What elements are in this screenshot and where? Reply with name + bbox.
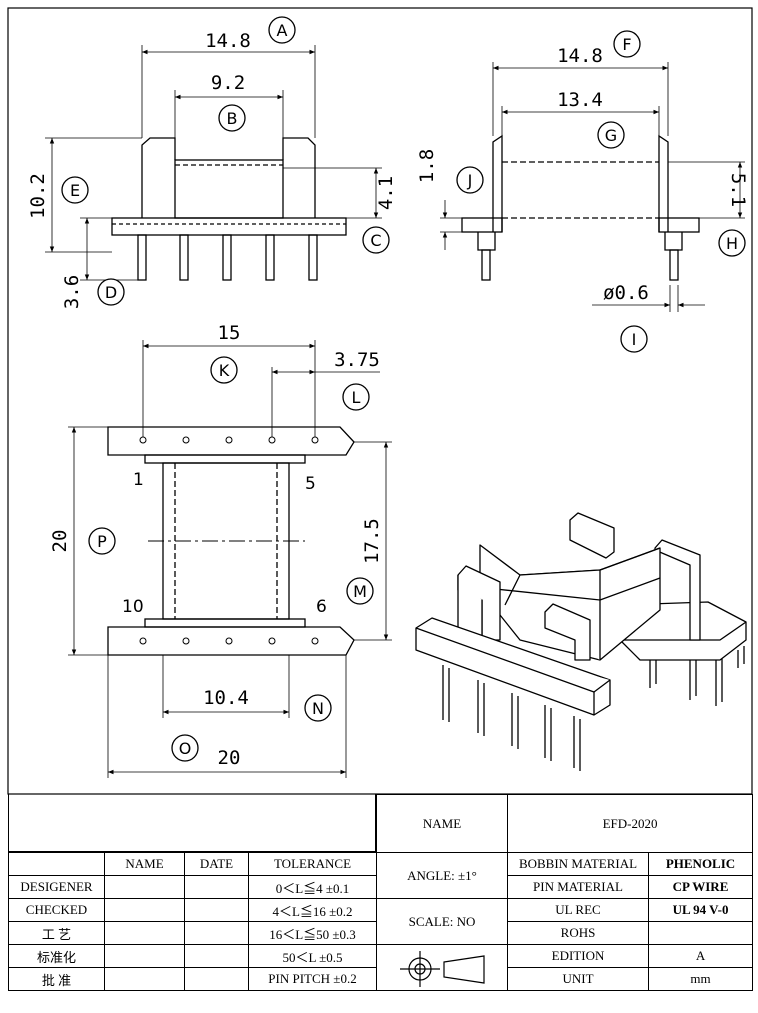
- tb-header-name: NAME: [104, 852, 185, 876]
- callout-k: K: [219, 361, 230, 380]
- tb-spec-value: [647, 921, 754, 945]
- tb-spec-key: BOBBIN MATERIAL: [507, 852, 649, 876]
- top-view: [68, 340, 392, 778]
- tb-spec-value: mm: [647, 967, 754, 991]
- dim-front-window: 9.2: [211, 72, 245, 94]
- tb-spec-value: A: [647, 944, 754, 968]
- tb-spec-key: EDITION: [507, 944, 649, 968]
- callout-i: I: [632, 330, 637, 349]
- tb-spec-value: PHENOLIC: [647, 852, 754, 876]
- tb-tol: 50＜L ±0.5: [248, 944, 377, 968]
- dim-top-base-width: 20: [218, 747, 241, 769]
- title-block-left-top: [8, 794, 376, 852]
- pin-label-6: 6: [316, 597, 327, 617]
- callout-p: P: [97, 532, 107, 551]
- callout-c: C: [370, 231, 381, 250]
- title-block-right: NAME EFD-2020 ANGLE: ±1° BOBBIN MATERIAL…: [376, 794, 754, 991]
- tb-angle: ANGLE: ±1°: [376, 852, 508, 899]
- tb-part-name: EFD-2020: [506, 794, 754, 853]
- dim-pin-diameter: ø0.6: [603, 282, 649, 304]
- dim-front-width: 14.8: [205, 30, 251, 52]
- dim-front-height: 10.2: [27, 173, 49, 219]
- dim-pin-pitch: 3.75: [334, 349, 380, 371]
- dim-front-window-height: 4.1: [375, 176, 397, 210]
- callout-n: N: [312, 699, 324, 718]
- tb-role: 标准化: [8, 944, 105, 968]
- tb-tol: 0＜L≦4 ±0.1: [248, 875, 377, 899]
- dim-top-inner-length: 17.5: [361, 518, 383, 564]
- tb-tol: PIN PITCH ±0.2: [248, 967, 377, 991]
- dim-top-width: 15: [218, 322, 241, 344]
- dim-pin-length: 3.6: [61, 275, 83, 309]
- tb-blank: [8, 794, 376, 852]
- tb-spec-key: ROHS: [507, 921, 649, 945]
- callout-o: O: [179, 739, 192, 758]
- drawing-border: [7, 7, 753, 795]
- dim-side-inner: 13.4: [557, 89, 603, 111]
- callout-m: M: [353, 582, 367, 601]
- iso-front-pins: [442, 665, 581, 771]
- callout-g: G: [605, 126, 617, 145]
- dim-side-wall: 1.8: [416, 149, 438, 183]
- callout-a: A: [277, 21, 288, 40]
- callouts: [61, 16, 746, 762]
- pin-label-10: 10: [122, 597, 144, 617]
- pin-label-5: 5: [305, 474, 316, 494]
- front-pins: [137, 234, 318, 281]
- callout-l: L: [352, 388, 361, 407]
- callout-h: H: [726, 234, 738, 253]
- callout-f: F: [622, 35, 631, 54]
- callout-b: B: [227, 109, 238, 128]
- tb-scale: SCALE: NO: [376, 898, 508, 945]
- tb-spec-key: PIN MATERIAL: [507, 875, 649, 899]
- tb-role: 批 准: [8, 967, 105, 991]
- callout-j: J: [467, 171, 473, 190]
- top-pin-holes: [139, 436, 319, 645]
- tb-role: 工 艺: [8, 921, 105, 945]
- tb-header-date: DATE: [184, 852, 249, 876]
- tb-corner: [8, 852, 105, 876]
- tb-spec-value: CP WIRE: [647, 875, 754, 899]
- callout-e: E: [70, 181, 80, 200]
- tb-symbol-cell: [376, 944, 508, 991]
- dim-top-window: 10.4: [203, 687, 249, 709]
- tb-role: DESIGENER: [8, 875, 105, 899]
- tb-name-label: NAME: [376, 794, 508, 853]
- tb-header-tolerance: TOLERANCE: [248, 852, 377, 876]
- tb-spec-key: UNIT: [507, 967, 649, 991]
- tb-spec-key: UL REC: [507, 898, 649, 922]
- pin-label-1: 1: [133, 470, 144, 490]
- dim-side-width: 14.8: [557, 45, 603, 67]
- tb-tol: 16＜L≦50 ±0.3: [248, 921, 377, 945]
- dim-top-length: 20: [49, 530, 71, 553]
- side-view: [440, 62, 745, 312]
- tb-tol: 4＜L≦16 ±0.2: [248, 898, 377, 922]
- isometric-view: [415, 512, 747, 771]
- dim-side-height: 5.1: [727, 173, 749, 207]
- callout-d: D: [105, 283, 117, 302]
- tb-role: CHECKED: [8, 898, 105, 922]
- front-view: [45, 45, 382, 281]
- tb-spec-value: UL 94 V-0: [647, 898, 754, 922]
